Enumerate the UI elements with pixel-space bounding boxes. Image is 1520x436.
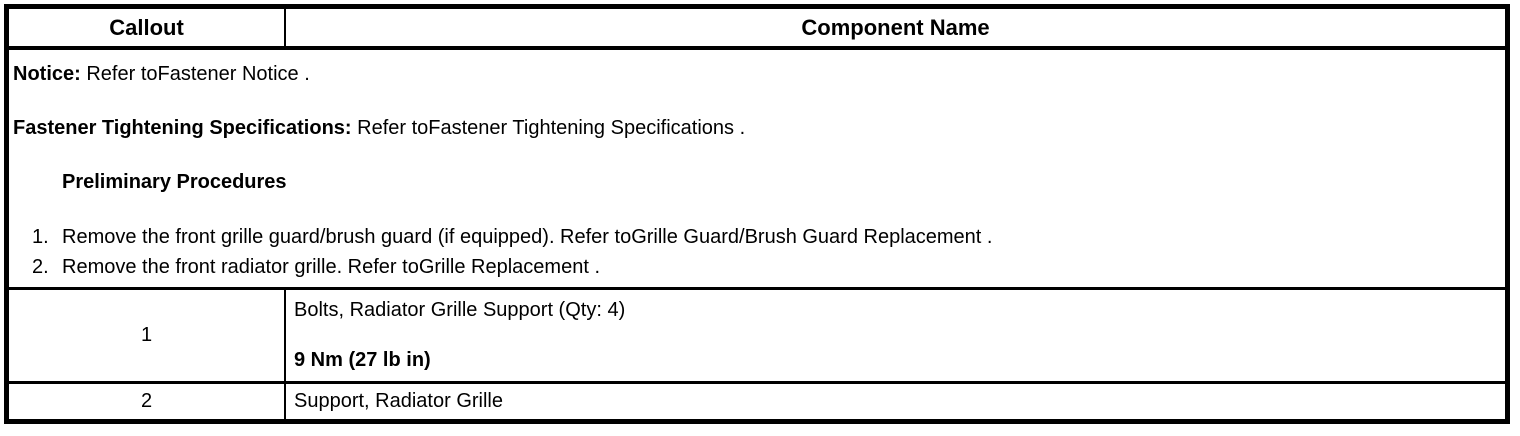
fastener-spec-text: Refer toFastener Tightening Specificatio… [351,117,746,139]
procedure-step: 2. Remove the front radiator grille. Ref… [13,252,1497,282]
fastener-spec-paragraph: Fastener Tightening Specifications: Refe… [13,116,1497,140]
notice-paragraph: Notice: Refer toFastener Notice . [13,62,1497,86]
component-cell: Bolts, Radiator Grille Support (Qty: 4) … [286,290,1505,381]
blank-line [294,323,625,348]
step-text: Remove the front grille guard/brush guar… [62,226,993,248]
notice-label: Notice: [13,63,81,85]
procedure-steps-list: 1. Remove the front grille guard/brush g… [13,222,1497,282]
component-cell: Support, Radiator Grille [286,384,1505,419]
step-number: 2. [32,256,49,278]
callout-number-cell: 2 [9,384,286,419]
table-row: 2 Support, Radiator Grille [9,384,1505,419]
fastener-spec-label: Fastener Tightening Specifications: [13,117,352,139]
header-component-name-cell: Component Name [801,14,990,40]
torque-spec-text: 9 Nm (27 lb in) [294,349,431,371]
procedure-step: 1. Remove the front grille guard/brush g… [13,222,1497,252]
component-name-text: Support, Radiator Grille [294,390,503,412]
notice-text: Refer toFastener Notice . [80,63,310,85]
component-cell-body: Bolts, Radiator Grille Support (Qty: 4) … [286,290,633,381]
step-number: 1. [32,226,49,248]
callout-number-cell: 1 [9,290,286,381]
component-callout-table: Callout Component Name Notice: Refer toF… [4,4,1510,424]
header-callout-cell: Callout [9,9,286,46]
table-row: 1 Bolts, Radiator Grille Support (Qty: 4… [9,290,1505,384]
component-name-text: Bolts, Radiator Grille Support (Qty: 4) [294,299,626,321]
preliminary-procedures-heading: Preliminary Procedures [62,171,287,193]
table-header-row: Callout Component Name [9,9,1505,50]
notes-section: Notice: Refer toFastener Notice . Fasten… [9,50,1505,290]
step-text: Remove the front radiator grille. Refer … [62,256,601,278]
